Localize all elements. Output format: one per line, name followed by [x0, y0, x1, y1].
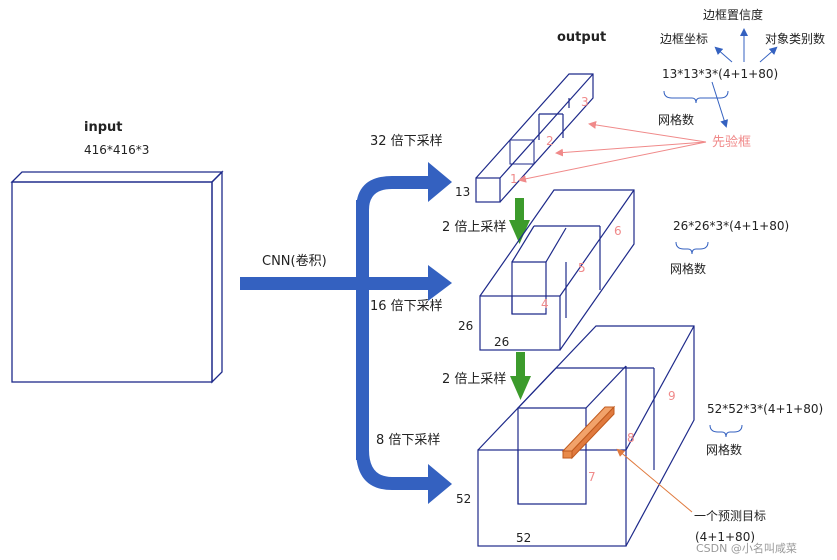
- formula-13-arrows: [711, 28, 778, 128]
- grid-label-52: 网格数: [706, 442, 742, 457]
- num-classes-label: 对象类别数: [765, 31, 825, 46]
- box-confidence-label: 边框置信度: [703, 7, 763, 22]
- feature-52-box-7: 7: [588, 470, 596, 484]
- feature-13-dim: 13: [455, 185, 470, 199]
- box-coords-label: 边框坐标: [660, 32, 708, 46]
- feature-26-dim-side: 26: [458, 319, 473, 333]
- prediction-target-bar: [561, 405, 616, 460]
- watermark: CSDN @小名叫咸菜: [696, 541, 797, 555]
- feature-52-box-8: 8: [627, 431, 635, 445]
- input-cube: [10, 170, 224, 384]
- input-title: input: [84, 120, 123, 135]
- feature-map-52: [477, 325, 695, 547]
- feature-13-box-2: 2: [546, 134, 554, 148]
- grid-brace-52: [709, 424, 743, 438]
- prediction-dims-label: (4+1+80): [695, 530, 755, 544]
- upsample-arrow-1: [509, 198, 530, 244]
- feature-13-box-3: 3: [581, 95, 589, 109]
- feature-map-13: [475, 73, 594, 203]
- feature-26-box-4: 4: [541, 297, 549, 311]
- feature-26-box-6: 6: [614, 224, 622, 238]
- feature-52-dim-side: 52: [456, 492, 471, 506]
- grid-label-13: 网格数: [658, 112, 694, 127]
- formula-52: 52*52*3*(4+1+80): [707, 402, 823, 416]
- grid-brace-26: [675, 241, 709, 255]
- prediction-target-label: 一个预测目标: [694, 509, 766, 523]
- grid-label-26: 网格数: [670, 261, 706, 276]
- feature-26-dim-bottom: 26: [494, 335, 509, 349]
- cnn-arrows: [240, 162, 452, 504]
- anchor-label: 先验框: [712, 134, 751, 150]
- feature-13-box-1: 1: [510, 172, 518, 186]
- feature-52-dim-bottom: 52: [516, 531, 531, 545]
- downsample-32-label: 32 倍下采样: [370, 134, 443, 149]
- upsample-label-2: 2 倍上采样: [442, 372, 506, 387]
- downsample-8-label: 8 倍下采样: [376, 433, 440, 448]
- grid-brace-13: [663, 90, 729, 104]
- output-title: output: [557, 30, 606, 45]
- upsample-label-1: 2 倍上采样: [442, 220, 506, 235]
- upsample-arrow-2: [510, 352, 531, 400]
- downsample-16-label: 16 倍下采样: [370, 299, 443, 314]
- formula-26: 26*26*3*(4+1+80): [673, 219, 789, 233]
- anchor-pointer-lines: [518, 120, 707, 183]
- cnn-label: CNN(卷积): [262, 253, 327, 269]
- feature-map-26: [479, 189, 635, 351]
- feature-52-box-9: 9: [668, 389, 676, 403]
- prediction-pointer-line: [616, 448, 693, 513]
- formula-13: 13*13*3*(4+1+80): [662, 67, 778, 81]
- feature-26-box-5: 5: [578, 261, 586, 275]
- input-size: 416*416*3: [84, 143, 149, 157]
